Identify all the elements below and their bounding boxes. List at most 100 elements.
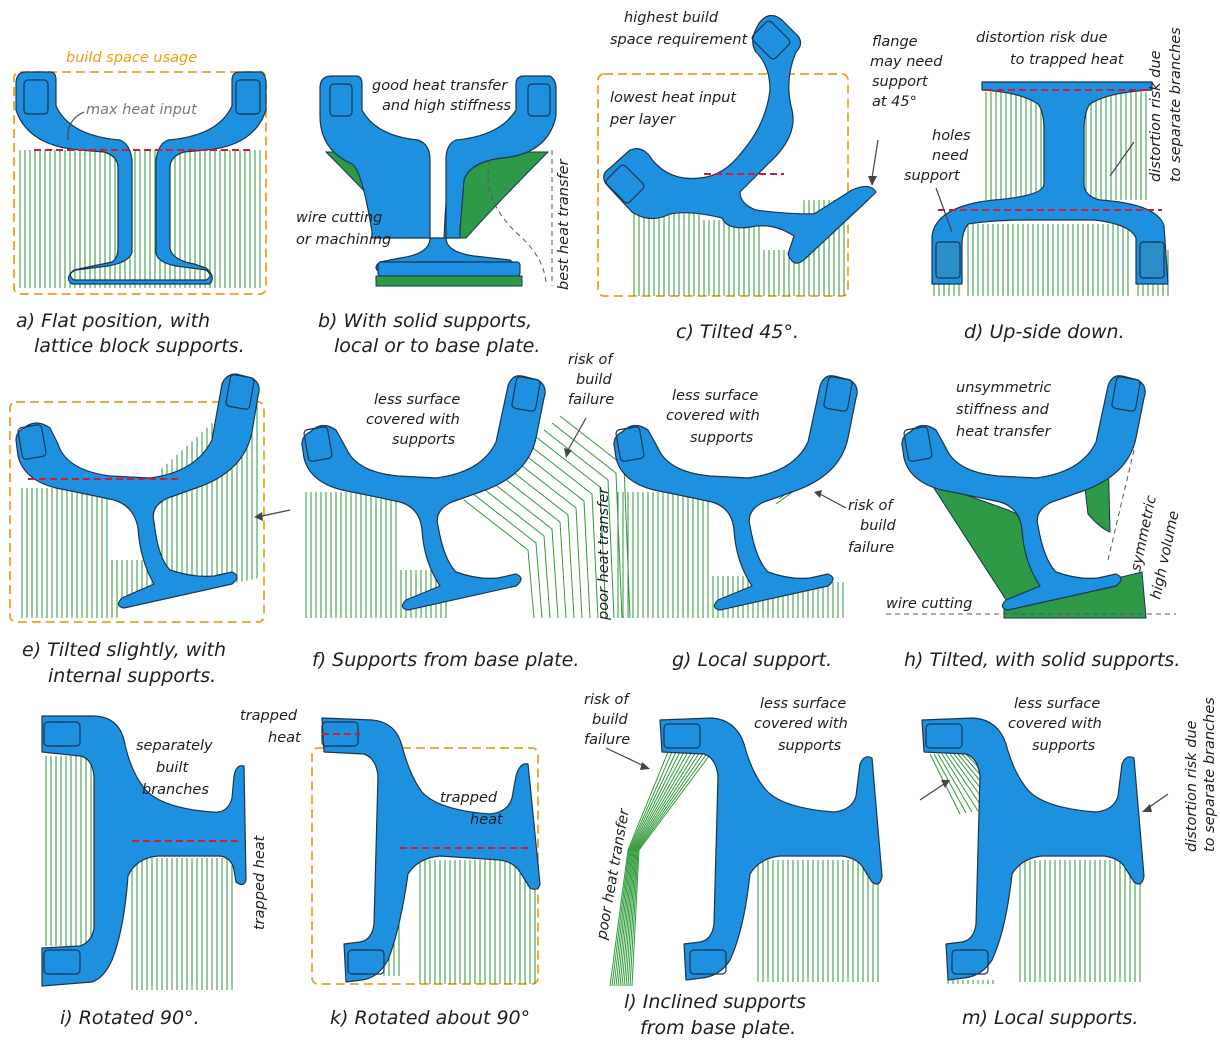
base-plate-supports — [758, 860, 878, 982]
arrow-head — [868, 176, 877, 186]
risk-label-3: failure — [848, 540, 894, 556]
distortion-label-1: distortion risk due — [976, 30, 1108, 46]
build-space-label: build space usage — [66, 50, 197, 66]
less-label-1: less surface — [672, 388, 758, 404]
caption-h: h) Tilted, with solid supports. — [904, 649, 1180, 671]
right-pointer — [1148, 794, 1168, 808]
less-label-2: covered with — [666, 408, 760, 424]
less-label-1: less surface — [760, 696, 846, 712]
caption-d: d) Up-side down. — [964, 321, 1125, 343]
panel-i: separately built branches trapped heat i… — [42, 716, 268, 1029]
arrow-head — [640, 762, 650, 770]
holes-label-2: need — [932, 148, 969, 164]
panel-d: distortion risk due to trapped heat hole… — [904, 27, 1184, 343]
caption-l-1: l) Inclined supports — [624, 991, 806, 1013]
lowest-label-2: per layer — [609, 112, 676, 128]
risk-label-3: failure — [568, 392, 614, 408]
less-label-3: supports — [778, 738, 842, 754]
risk-label-1: risk of — [848, 498, 894, 514]
trapped1-label-1: trapped — [240, 708, 298, 724]
trapped-label: trapped heat — [252, 834, 268, 930]
support-line — [528, 444, 598, 618]
trapped2-label-1: trapped — [440, 790, 498, 806]
panel-h: unsymmetric stiffness and heat transfer … — [886, 376, 1183, 671]
branches-label-2: built — [156, 760, 189, 776]
less-label-1: less surface — [1014, 696, 1100, 712]
flange-pointer — [872, 140, 878, 178]
holes-label-3: support — [904, 168, 961, 184]
arrow-head — [1142, 804, 1152, 812]
poor-label: poor heat transfer — [596, 487, 612, 621]
highest-label-2: space requirement — [610, 32, 749, 48]
bracket-part — [322, 718, 540, 982]
support-line — [504, 465, 574, 618]
risk-label-3: failure — [584, 732, 630, 748]
support-line — [520, 451, 590, 618]
panel-b: good heat transfer and high stiffness wi… — [296, 76, 572, 357]
wire-label-1: wire cutting — [296, 210, 382, 226]
caption-e-2: internal supports. — [48, 665, 216, 687]
arrow-head — [254, 512, 263, 521]
risk-pointer — [606, 748, 644, 766]
panel-l: risk of build failure less surface cover… — [584, 692, 882, 1039]
unsym-label-3: heat transfer — [956, 424, 1052, 440]
panel-a: build space usage max heat input a) Flat… — [14, 50, 266, 357]
panel-f: less surface covered with supports risk … — [302, 352, 630, 671]
highest-label-1: highest build — [624, 10, 719, 26]
branches-label-1: distortion risk due — [1148, 50, 1164, 182]
support-line — [512, 458, 582, 618]
good-heat-label-2: and high stiffness — [382, 98, 512, 114]
arrow-head — [941, 780, 950, 788]
branches-label-2: to separate branches — [1202, 697, 1218, 852]
side-pointer — [262, 510, 290, 516]
less-label-2: covered with — [754, 716, 848, 732]
distortion-label-2: to trapped heat — [1010, 52, 1125, 68]
holes-label-1: holes — [932, 128, 971, 144]
caption-k: k) Rotated about 90° — [330, 1007, 530, 1029]
lattice-supports — [20, 150, 260, 288]
left-pointer — [920, 784, 944, 800]
support-line — [472, 493, 542, 618]
caption-a-2: lattice block supports. — [34, 335, 245, 357]
support-line — [464, 500, 534, 618]
caption-b-1: b) With solid supports, — [318, 310, 532, 332]
panel-e: e) Tilted slightly, with internal suppor… — [10, 374, 290, 687]
base-plate-solid — [376, 276, 522, 286]
bracket-part — [302, 376, 545, 610]
trapped2-label-2: heat — [470, 812, 504, 828]
risk-label-2: build — [576, 372, 612, 388]
bracket-part — [660, 718, 882, 980]
hole-left — [936, 242, 960, 278]
lowest-label-1: lowest heat input — [610, 90, 737, 106]
less-label-2: covered with — [366, 412, 460, 428]
caption-e-1: e) Tilted slightly, with — [22, 639, 226, 661]
less-label-2: covered with — [1008, 716, 1102, 732]
less-label-3: supports — [690, 430, 754, 446]
flange-label-2: may need — [870, 54, 943, 70]
good-heat-label-1: good heat transfer — [372, 78, 508, 94]
unsym-label-1: unsymmetric — [956, 380, 1051, 396]
branches-label-1: distortion risk due — [1184, 720, 1200, 852]
flange-label-1: flange — [872, 34, 918, 50]
risk-label-1: risk of — [568, 352, 614, 368]
caption-i: i) Rotated 90°. — [60, 1007, 200, 1029]
bracket-part — [604, 15, 876, 263]
caption-f: f) Supports from base plate. — [312, 649, 579, 671]
risk-label-2: build — [592, 712, 628, 728]
risk-pointer — [820, 494, 846, 508]
panel-k: trapped heat trapped heat k) Rotated abo… — [240, 708, 540, 1029]
wire-label: wire cutting — [886, 596, 972, 612]
risk-label-2: build — [860, 518, 896, 534]
wire-label-2: or machining — [296, 232, 391, 248]
panel-g: less surface covered with supports risk … — [614, 376, 896, 671]
bracket-part — [922, 718, 1144, 980]
bracket-part — [42, 716, 246, 986]
branches-label-1: separately — [136, 738, 213, 754]
caption-g: g) Local support. — [672, 649, 832, 671]
caption-m: m) Local supports. — [962, 1007, 1138, 1029]
flange-label-4: at 45° — [872, 94, 917, 110]
caption-a-1: a) Flat position, with — [16, 310, 210, 332]
best-heat-label: best heat transfer — [556, 158, 572, 290]
panel-m: less surface covered with supports disto… — [920, 696, 1218, 1029]
